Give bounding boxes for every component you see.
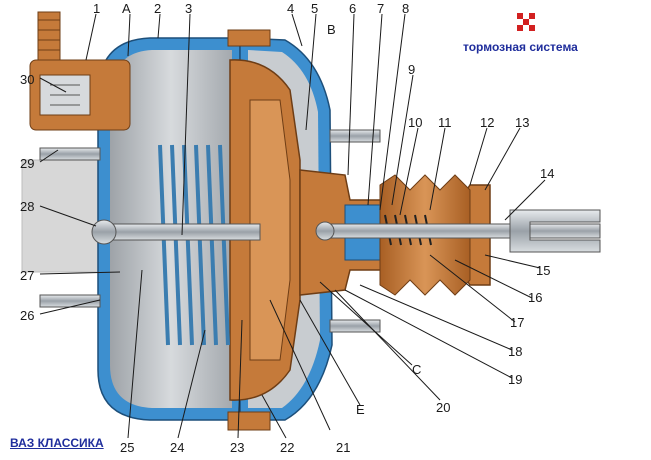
label-30: 30 (20, 72, 34, 87)
rear-stud-top (329, 129, 381, 143)
front-stud-top (39, 147, 101, 161)
part-labels: 1 A 2 3 4 5 B 6 7 8 9 10 11 12 13 14 15 … (20, 1, 554, 455)
return-spring (158, 144, 230, 346)
label-17: 17 (510, 315, 524, 330)
label-28: 28 (20, 199, 34, 214)
front-stud-bottom (39, 294, 101, 308)
label-1: 1 (93, 1, 100, 16)
check-valve (29, 11, 131, 131)
label-24: 24 (170, 440, 184, 455)
push-rod (99, 223, 261, 241)
label-10: 10 (408, 115, 422, 130)
piston-body (249, 99, 291, 361)
label-b: B (327, 22, 336, 37)
label-8: 8 (402, 1, 409, 16)
label-5: 5 (311, 1, 318, 16)
label-11: 11 (438, 115, 452, 130)
label-a: A (122, 1, 131, 16)
label-27: 27 (20, 268, 34, 283)
label-14: 14 (540, 166, 554, 181)
label-e: E (356, 402, 365, 417)
rod-ball-joint (315, 221, 335, 241)
footer-link[interactable]: ВАЗ КЛАССИКА (10, 436, 104, 450)
leader-lines (39, 13, 546, 439)
label-6: 6 (349, 1, 356, 16)
label-4: 4 (287, 1, 294, 16)
rear-stud-bottom (329, 319, 381, 333)
label-12: 12 (480, 115, 494, 130)
label-25: 25 (120, 440, 134, 455)
label-13: 13 (515, 115, 529, 130)
label-22: 22 (280, 440, 294, 455)
label-9: 9 (408, 62, 415, 77)
label-19: 19 (508, 372, 522, 387)
brand-caption: тормозная система (463, 40, 578, 54)
label-15: 15 (536, 263, 550, 278)
label-18: 18 (508, 344, 522, 359)
top-rim-clamp (227, 29, 271, 47)
label-29: 29 (20, 156, 34, 171)
mounting-studs (39, 129, 381, 333)
pedal-rod (329, 223, 601, 239)
label-16: 16 (528, 290, 542, 305)
label-c: C (412, 362, 421, 377)
label-23: 23 (230, 440, 244, 455)
label-21: 21 (336, 440, 350, 455)
rod-head (91, 219, 117, 245)
label-3: 3 (185, 1, 192, 16)
label-20: 20 (436, 400, 450, 415)
bottom-rim-clamp (227, 411, 271, 431)
red-cross-logo-icon (517, 13, 535, 31)
pedal-fork (509, 209, 601, 253)
label-7: 7 (377, 1, 384, 16)
label-2: 2 (154, 1, 161, 16)
label-26: 26 (20, 308, 34, 323)
